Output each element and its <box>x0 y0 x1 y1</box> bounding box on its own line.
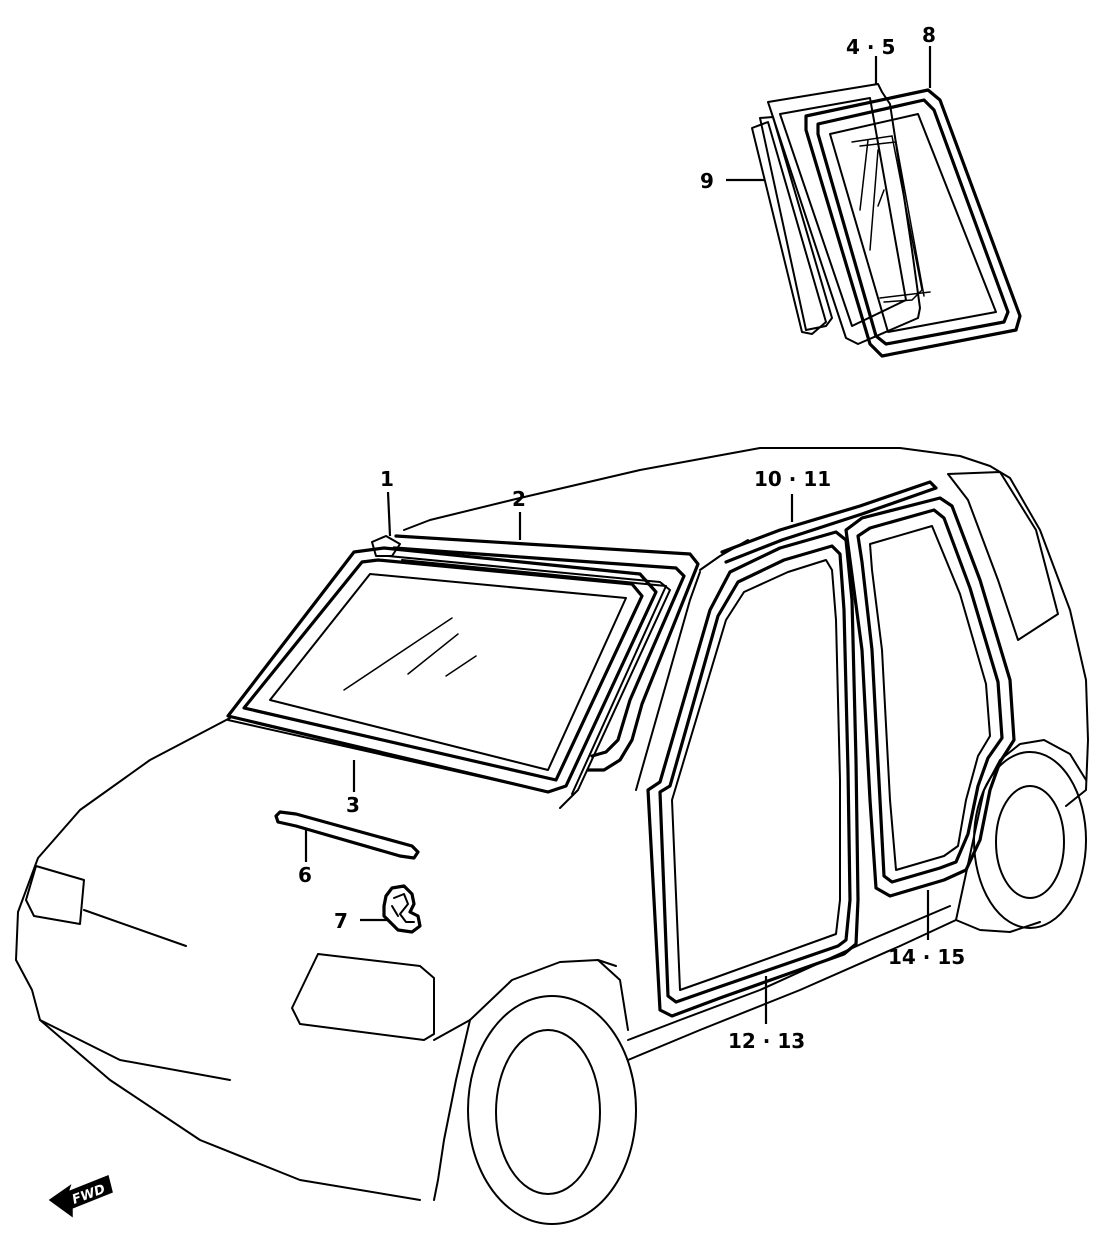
callout-8: 8 <box>922 23 936 47</box>
part-8-weatherstrip <box>804 88 1022 358</box>
fwd-arrow-icon <box>48 1174 113 1218</box>
part-1-roof-moulding <box>371 535 401 557</box>
part-3-windshield-frame <box>226 546 658 794</box>
part-6-hood-moulding <box>274 810 420 860</box>
vehicle-body <box>15 447 1089 1225</box>
part-2-windshield-moulding <box>394 534 700 772</box>
part-7-emblem <box>382 884 422 934</box>
callout-1: 1 <box>380 467 394 491</box>
left-headlight <box>25 865 85 925</box>
rear-wheel <box>973 751 1087 929</box>
callout-3: 3 <box>346 793 360 817</box>
callout-9: 9 <box>700 169 714 193</box>
part-10-11-roof-drip <box>720 480 938 564</box>
part-14-15-rear-door-weatherstrip <box>844 496 1016 898</box>
callout-12-13: 12 · 13 <box>728 1029 805 1053</box>
part-4-5-quarter-glass <box>767 83 921 345</box>
windshield <box>226 546 658 794</box>
callout-2: 2 <box>512 487 526 511</box>
fwd-arrow: FWD <box>48 1174 113 1218</box>
part-12-13-front-door-weatherstrip <box>646 530 860 1018</box>
rear-door-weatherstrip <box>844 496 1016 898</box>
leader-1 <box>386 491 392 537</box>
part-9-outer-moulding <box>759 116 833 331</box>
callout-10-11: 10 · 11 <box>754 467 831 491</box>
callout-4-5: 4 · 5 <box>846 35 895 59</box>
right-headlight <box>291 953 435 1041</box>
callout-6: 6 <box>298 863 312 887</box>
callout-14-15: 14 · 15 <box>888 945 965 969</box>
roof-mouldings <box>371 534 700 809</box>
quarter-window-assembly <box>751 83 1022 358</box>
callout-7: 7 <box>334 909 348 933</box>
front-wheel <box>467 995 637 1225</box>
front-door-weatherstrip <box>635 530 860 1018</box>
